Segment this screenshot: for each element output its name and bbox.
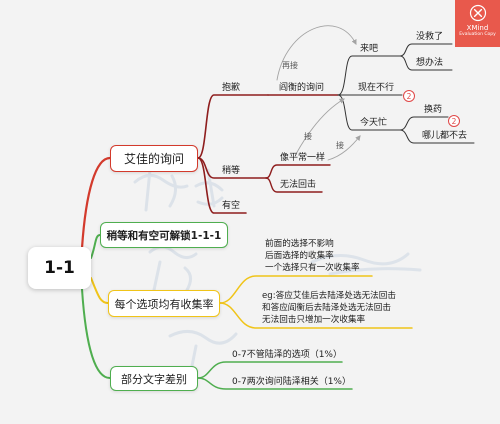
central-topic[interactable]: 1-1 xyxy=(28,247,91,289)
subtopic-huanyao[interactable]: 换药 xyxy=(424,105,443,115)
topic-collection[interactable]: 每个选项均有收集率 xyxy=(108,290,220,317)
priority-marker-xianzaibuxing[interactable]: 2 xyxy=(403,90,415,102)
root-to-differences-connector xyxy=(81,288,111,379)
yanheng-to-jintianmang-connector xyxy=(337,94,401,131)
laiba-to-meijiule-connector xyxy=(399,43,453,57)
priority-marker-huanyao[interactable]: 2 xyxy=(448,115,460,127)
differences-to-child2-connector xyxy=(197,377,353,390)
note-line: 和答应阎衡后去陆泽处选无法回击 xyxy=(262,303,391,313)
collection-to-note2-connector xyxy=(219,302,413,329)
note-line: 前面的选择不影响 xyxy=(265,239,334,249)
subtopic-jintianmang[interactable]: 今天忙 xyxy=(360,118,388,128)
priority-marker-label: 2 xyxy=(407,92,412,101)
watermark xyxy=(133,168,422,368)
root-to-unlock-connector xyxy=(90,234,101,259)
priority-marker-label: 2 xyxy=(452,117,457,126)
subtopic-naerdoubuqu[interactable]: 哪儿都不去 xyxy=(422,131,468,141)
subtopic-meijiule[interactable]: 没救了 xyxy=(416,32,444,42)
note-line: 一个选择只有一次收集率 xyxy=(265,263,360,273)
root-to-aijia-connector xyxy=(80,156,112,250)
jintianmang-to-huanyao-connector xyxy=(399,116,449,131)
relation-label-jie-1[interactable]: 接 xyxy=(304,132,312,141)
laiba-to-xiangbanfa-connector xyxy=(399,55,453,71)
shaodeng-to-wufahuiji-connector xyxy=(265,177,323,193)
relation-label-zaijie[interactable]: 再接 xyxy=(282,61,298,70)
subtopic-xiangpingchang[interactable]: 像平常一样 xyxy=(280,153,326,163)
topic-aijia-label: 艾佳的询问 xyxy=(123,152,184,166)
note-block-2[interactable]: eg:答应艾佳后去陆泽处选无法回击 和答应阎衡后去陆泽处选无法回击 无法回击只增… xyxy=(262,290,396,326)
root-to-collection-connector xyxy=(90,277,109,304)
note-line: eg:答应艾佳后去陆泽处选无法回击 xyxy=(262,291,396,301)
xmind-logo-icon xyxy=(469,4,486,22)
note-block-1[interactable]: 前面的选择不影响 后面选择的收集率 一个选择只有一次收集率 xyxy=(265,238,360,274)
topic-unlock-label: 稍等和有空可解锁1-1-1 xyxy=(106,229,222,242)
jintianmang-to-naerdoubuqu-connector xyxy=(399,129,475,144)
aijia-to-youkong-connector xyxy=(197,157,247,214)
badge-brand: XMind xyxy=(466,24,489,32)
note-line: 后面选择的收集率 xyxy=(265,251,334,261)
subtopic-laiba[interactable]: 来吧 xyxy=(360,44,379,54)
priority-circle-icon xyxy=(448,115,460,127)
subtopic-baoqian[interactable]: 抱歉 xyxy=(222,83,241,93)
topic-differences-label: 部分文字差别 xyxy=(121,372,187,386)
differences-to-child1-connector xyxy=(197,361,343,379)
subtopic-difference-1[interactable]: 0-7不管陆泽的选项（1%） xyxy=(232,350,342,360)
subtopic-wufahuiji[interactable]: 无法回击 xyxy=(280,180,317,190)
subtopic-xianzaibuxing[interactable]: 现在不行 xyxy=(358,83,395,93)
topic-aijia[interactable]: 艾佳的询问 xyxy=(110,145,198,172)
topic-unlock[interactable]: 稍等和有空可解锁1-1-1 xyxy=(100,222,228,248)
central-topic-label: 1-1 xyxy=(44,258,75,278)
subtopic-shaodeng[interactable]: 稍等 xyxy=(222,166,241,176)
relation-jie-arrow-2[interactable] xyxy=(327,135,361,161)
aijia-to-baoqian-connector xyxy=(197,94,269,159)
subtopic-yanheng[interactable]: 阎衡的询问 xyxy=(279,83,325,93)
subtopic-difference-2[interactable]: 0-7两次询问陆泽相关（1%） xyxy=(232,377,351,387)
note-line: 无法回击只增加一次收集率 xyxy=(262,315,366,325)
subtopic-xiangbanfa[interactable]: 想办法 xyxy=(416,58,444,68)
relation-zaijie-arrow[interactable] xyxy=(276,25,357,81)
xmind-evaluation-badge: XMind Evaluation Copy xyxy=(455,0,500,47)
relation-label-jie-2[interactable]: 接 xyxy=(336,141,344,150)
topic-collection-label: 每个选项均有收集率 xyxy=(114,297,214,311)
yanheng-to-laiba-connector xyxy=(337,55,401,96)
topic-differences[interactable]: 部分文字差别 xyxy=(110,366,198,391)
badge-subtitle: Evaluation Copy xyxy=(459,32,496,37)
collection-to-note1-connector xyxy=(219,275,373,304)
shaodeng-to-xiangpingchang-connector xyxy=(265,164,331,179)
subtopic-youkong[interactable]: 有空 xyxy=(222,201,241,211)
relation-jie-arrow-1[interactable] xyxy=(295,98,345,155)
priority-circle-icon xyxy=(403,90,415,102)
